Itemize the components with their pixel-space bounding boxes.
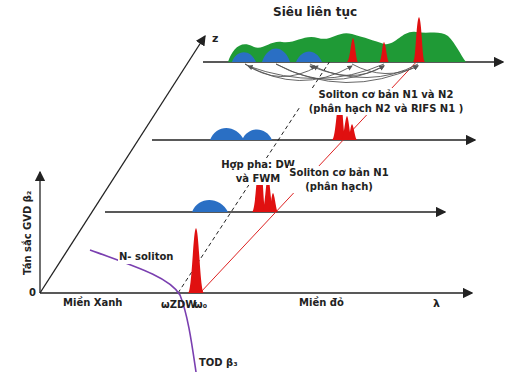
axis-tick: 0: [28, 286, 37, 300]
stage-label: Soliton cơ bản N1 (phân hạch): [288, 166, 390, 193]
axis-label: λ: [432, 297, 441, 312]
axis-label: Tán sắc GVD β₂: [21, 190, 35, 276]
region-label: Miền đỏ: [298, 296, 345, 310]
frequency-label: ω₀: [193, 298, 208, 312]
title-label: Siêu liên tục: [272, 4, 358, 20]
stage-label: Soliton cơ bản N1 và N2 (phân hạch N2 và…: [300, 88, 472, 115]
curve-label: TOD β₃: [198, 356, 239, 370]
region-label: Miền Xanh: [62, 296, 123, 310]
pulse-label: N- soliton: [118, 250, 174, 264]
stage-label: Hợp pha: DW và FWM: [220, 158, 296, 185]
axis-label: z: [211, 32, 219, 47]
frequency-label: ωZDW: [160, 298, 197, 312]
